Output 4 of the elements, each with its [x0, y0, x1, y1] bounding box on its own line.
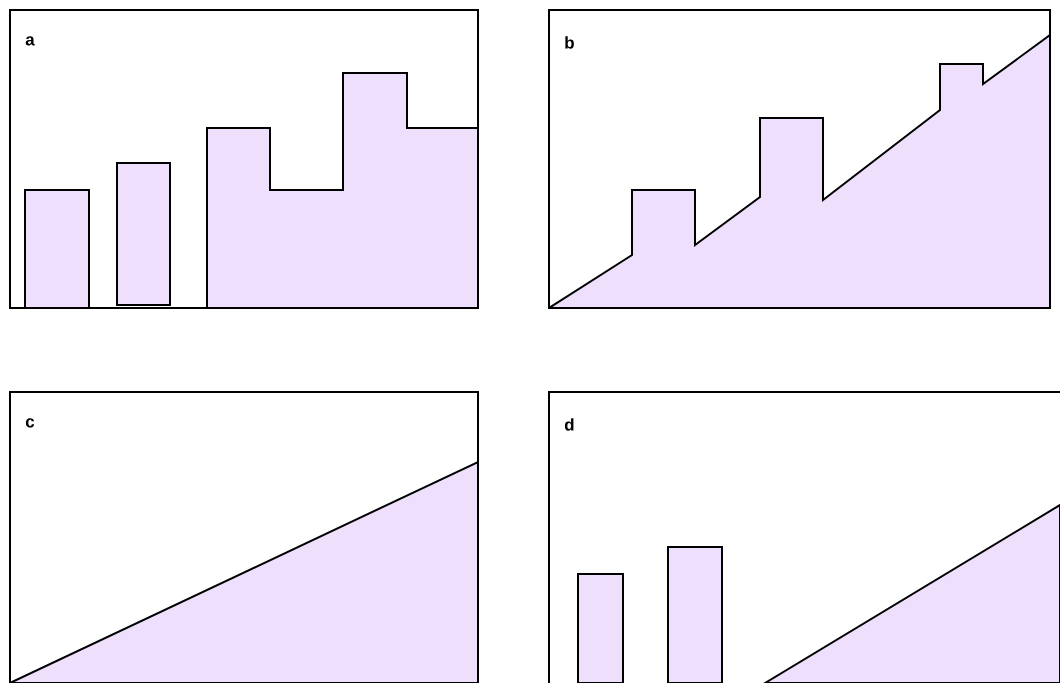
panel: c — [9, 391, 479, 683]
panel: a — [9, 9, 479, 309]
panel: d — [548, 391, 1060, 683]
panel: b — [548, 9, 1051, 309]
